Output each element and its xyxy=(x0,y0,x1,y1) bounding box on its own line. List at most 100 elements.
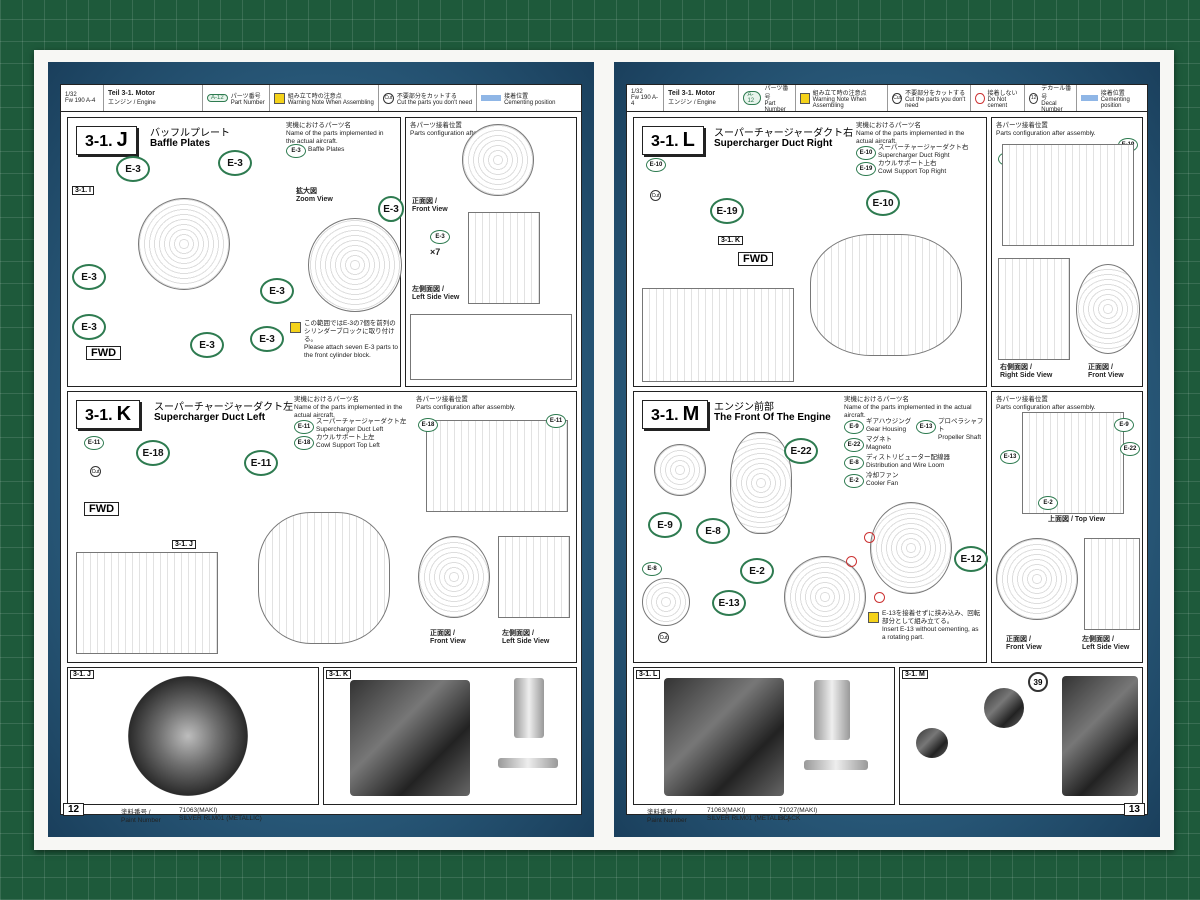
part-badge-e3: E-3 xyxy=(286,144,306,158)
part-badge-e11: E-11 xyxy=(546,414,566,428)
right-page-content: 1/32 Fw 190 A-4 Teil 3-1. Motor エンジン / E… xyxy=(626,84,1148,824)
step-header: Teil 3-1. Motor エンジン / Engine xyxy=(104,85,203,111)
left-view-drawing xyxy=(1084,538,1140,630)
e13-badge: E-13 xyxy=(712,590,746,616)
top-view-label: 上面図 / Top View xyxy=(1048,516,1105,523)
step-j-note: この範囲ではE-3の7個を前列のシリンダーブロックに取り付ける。Please a… xyxy=(304,320,398,359)
config-drawing xyxy=(426,420,568,512)
part-badge-e22: E-22 xyxy=(844,438,864,452)
kit-label: 1/32 Fw 190 A-4 xyxy=(627,85,665,111)
step-j-label: 3-1.J xyxy=(76,126,137,155)
part-badge-e3: E-3 xyxy=(430,230,450,244)
photo-k-panel: 3-1. K xyxy=(323,667,577,805)
front-view-label: 正面図 /Front View xyxy=(1006,636,1042,651)
e3-badge: E-3 xyxy=(116,156,150,182)
sub-step-i: 3-1. I xyxy=(72,186,94,195)
engine-side-drawing xyxy=(642,288,794,382)
step-m-label: 3-1.M xyxy=(642,400,709,429)
engine-side-drawing xyxy=(76,552,218,654)
paint-code: 71063(MAKI)SILVER RLM01 (METALLIC) xyxy=(179,807,262,822)
kit-label: 1/32 Fw 190 A-4 xyxy=(61,85,104,111)
photo-l-panel: 3-1. L xyxy=(633,667,895,805)
part-badge-e19: E-19 xyxy=(856,162,876,176)
warning-icon xyxy=(868,612,879,623)
right-page: 1/32 Fw 190 A-4 Teil 3-1. Motor エンジン / E… xyxy=(614,62,1160,837)
e3-badge: E-3 xyxy=(190,332,224,358)
no-cement-icon xyxy=(874,592,885,603)
e3-badge: E-3 xyxy=(260,278,294,304)
part-badge-e22: E-22 xyxy=(1120,442,1140,456)
photo-k-label: 3-1. K xyxy=(326,670,352,679)
part-badge-e13: E-13 xyxy=(916,420,936,434)
front-view-drawing xyxy=(996,538,1078,620)
part-badge-e10: E-10 xyxy=(856,146,876,160)
part-badge-e11: E-11 xyxy=(294,420,314,434)
paint-code: 71063(MAKI)SILVER RLM01 (METALLIC) xyxy=(707,807,790,822)
engine-duct-photo xyxy=(350,680,470,796)
quantity-label: ×7 xyxy=(430,247,441,257)
cement-swatch-icon xyxy=(481,95,502,101)
warning-icon xyxy=(290,322,301,333)
engine-drawing xyxy=(138,198,230,290)
photo-j-label: 3-1. J xyxy=(70,670,94,679)
step-j-title-en: Baffle Plates xyxy=(150,138,211,149)
wire-loom-drawing xyxy=(730,432,792,534)
e3-badge: E-3 xyxy=(218,150,252,176)
gear-housing-drawing xyxy=(654,444,706,496)
photo-l-label: 3-1. L xyxy=(636,670,661,679)
photo-m-label: 3-1. M xyxy=(902,670,928,679)
cut-icon: Cut xyxy=(382,92,394,104)
part-badge-e18: E-18 xyxy=(294,436,314,450)
instruction-sheet: 1/32 Fw 190 A-4 Teil 3-1. Motor エンジン / E… xyxy=(34,50,1174,850)
cement-swatch-icon xyxy=(1081,95,1098,101)
step-k-panel: 3-1.K スーパーチャージャーダクト左 Supercharger Duct L… xyxy=(67,391,577,663)
part-badge-e10: E-10 xyxy=(646,158,666,172)
warning-icon xyxy=(273,92,285,104)
cooler-fan-photo xyxy=(984,688,1024,728)
cut-icon: Cut xyxy=(90,466,101,477)
step-m-note: E-13を接着せずに挟み込み、回転部分として組み立てる。Insert E-13 … xyxy=(882,610,981,641)
e18-badge: E-18 xyxy=(136,440,170,466)
support-part-photo xyxy=(498,758,558,768)
part-badge-e8: E-8 xyxy=(642,562,662,576)
left-view-label: 左側面図 /Left Side View xyxy=(1082,636,1130,651)
sub-step-j: 3-1. J xyxy=(172,540,196,549)
sub-step-k: 3-1. K xyxy=(718,236,744,245)
part-badge-e9: E-9 xyxy=(844,420,864,434)
step-l-title-jp: スーパーチャージャーダクト右 xyxy=(714,128,854,139)
step-l-title-en: Supercharger Duct Right xyxy=(714,138,833,149)
e22-badge: E-22 xyxy=(784,438,818,464)
decal-number-icon: 12 xyxy=(1028,92,1039,104)
duct-part-photo xyxy=(814,680,850,740)
front-view-drawing xyxy=(1076,264,1140,354)
page-number: 12 xyxy=(63,803,85,816)
part-badge-e13: E-13 xyxy=(1000,450,1020,464)
support-part-photo xyxy=(804,760,868,770)
e3-badge: E-3 xyxy=(72,314,106,340)
warning-icon xyxy=(800,92,810,104)
right-header: 1/32 Fw 190 A-4 Teil 3-1. Motor エンジン / E… xyxy=(627,85,1147,113)
left-page-content: 1/32 Fw 190 A-4 Teil 3-1. Motor エンジン / E… xyxy=(60,84,582,824)
part-badge-e9: E-9 xyxy=(1114,418,1134,432)
page-number: 13 xyxy=(1123,803,1145,816)
engine-duct-drawing xyxy=(258,512,390,644)
step-k-label: 3-1.K xyxy=(76,400,141,429)
right-view-label: 右側面図 /Right Side View xyxy=(1000,364,1053,379)
